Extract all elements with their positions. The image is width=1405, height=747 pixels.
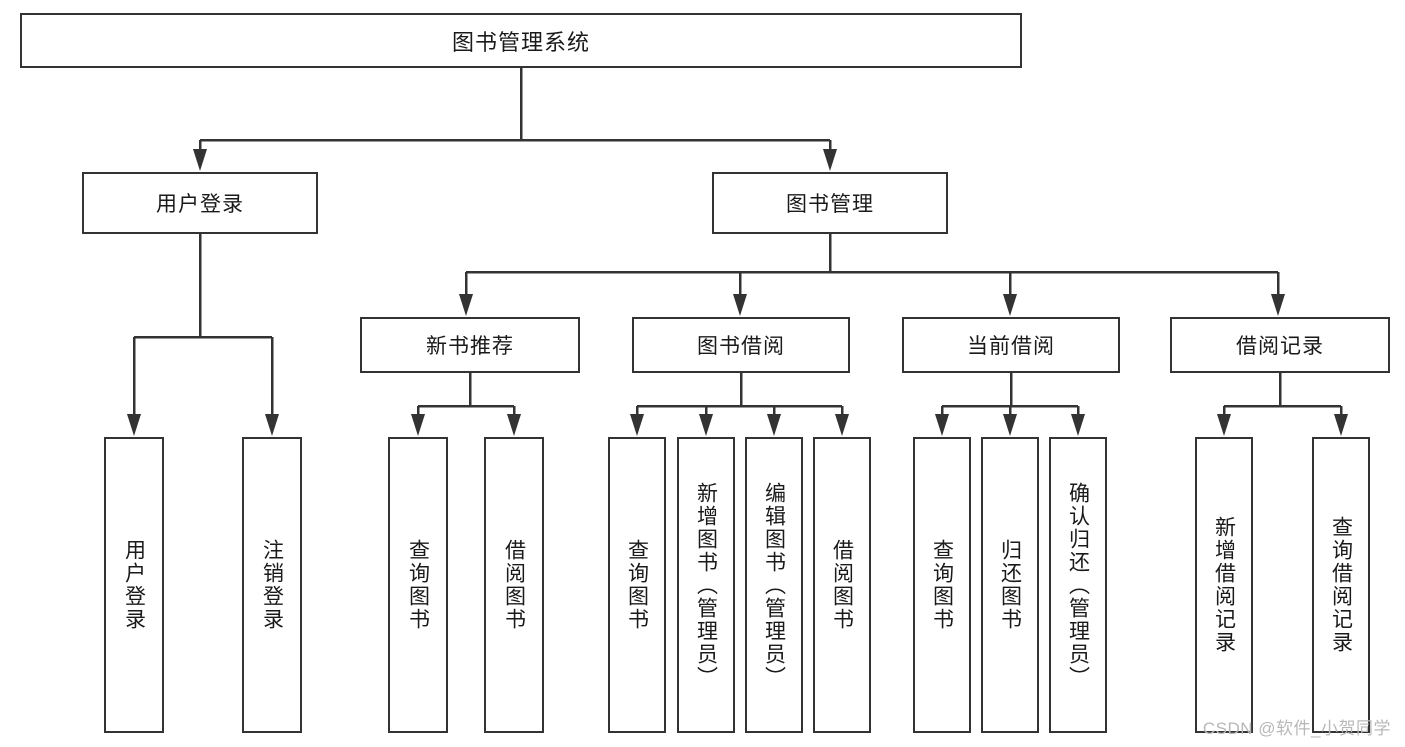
node-root[interactable]: 图书管理系统 <box>20 13 1022 68</box>
node-label: 借阅图书 <box>502 539 526 631</box>
node-label: 注销登录 <box>260 539 284 631</box>
node-leaf-current-2[interactable]: 归还图书 <box>981 437 1039 733</box>
node-leaf-current-3[interactable]: 确认归还（管理员） <box>1049 437 1107 733</box>
node-label: 确认归还（管理员） <box>1066 481 1090 689</box>
node-leaf-current-1[interactable]: 查询图书 <box>913 437 971 733</box>
node-label: 借阅记录 <box>1236 335 1324 358</box>
node-leaf-records-1[interactable]: 新增借阅记录 <box>1195 437 1253 733</box>
node-newrec[interactable]: 新书推荐 <box>360 317 580 373</box>
node-label: 图书借阅 <box>697 335 785 358</box>
node-records[interactable]: 借阅记录 <box>1170 317 1390 373</box>
node-bookmgmt[interactable]: 图书管理 <box>712 172 948 234</box>
node-label: 新书推荐 <box>426 335 514 358</box>
node-leaf-newrec-1[interactable]: 查询图书 <box>388 437 448 733</box>
node-label: 查询借阅记录 <box>1329 516 1353 654</box>
node-leaf-records-2[interactable]: 查询借阅记录 <box>1312 437 1370 733</box>
node-label: 新增图书（管理员） <box>694 481 718 689</box>
node-label: 新增借阅记录 <box>1212 516 1236 654</box>
node-label: 查询图书 <box>625 539 649 631</box>
node-leaf-login-1[interactable]: 用户登录 <box>104 437 164 733</box>
node-leaf-login-2[interactable]: 注销登录 <box>242 437 302 733</box>
node-label: 当前借阅 <box>967 335 1055 358</box>
node-label: 查询图书 <box>930 539 954 631</box>
node-leaf-borrow-1[interactable]: 查询图书 <box>608 437 666 733</box>
node-label: 编辑图书（管理员） <box>762 481 786 689</box>
node-leaf-newrec-2[interactable]: 借阅图书 <box>484 437 544 733</box>
node-label: 归还图书 <box>998 539 1022 631</box>
node-label: 图书管理 <box>786 193 874 216</box>
node-current[interactable]: 当前借阅 <box>902 317 1120 373</box>
node-label: 图书管理系统 <box>451 29 590 55</box>
node-label: 查询图书 <box>406 539 430 631</box>
node-login[interactable]: 用户登录 <box>82 172 318 234</box>
node-label: 借阅图书 <box>830 539 854 631</box>
node-leaf-borrow-4[interactable]: 借阅图书 <box>813 437 871 733</box>
node-leaf-borrow-3[interactable]: 编辑图书（管理员） <box>745 437 803 733</box>
node-label: 用户登录 <box>122 539 146 631</box>
watermark-text: CSDN @软件_小贺同学 <box>1202 719 1391 738</box>
node-borrow[interactable]: 图书借阅 <box>632 317 850 373</box>
node-label: 用户登录 <box>156 193 244 216</box>
node-leaf-borrow-2[interactable]: 新增图书（管理员） <box>677 437 735 733</box>
